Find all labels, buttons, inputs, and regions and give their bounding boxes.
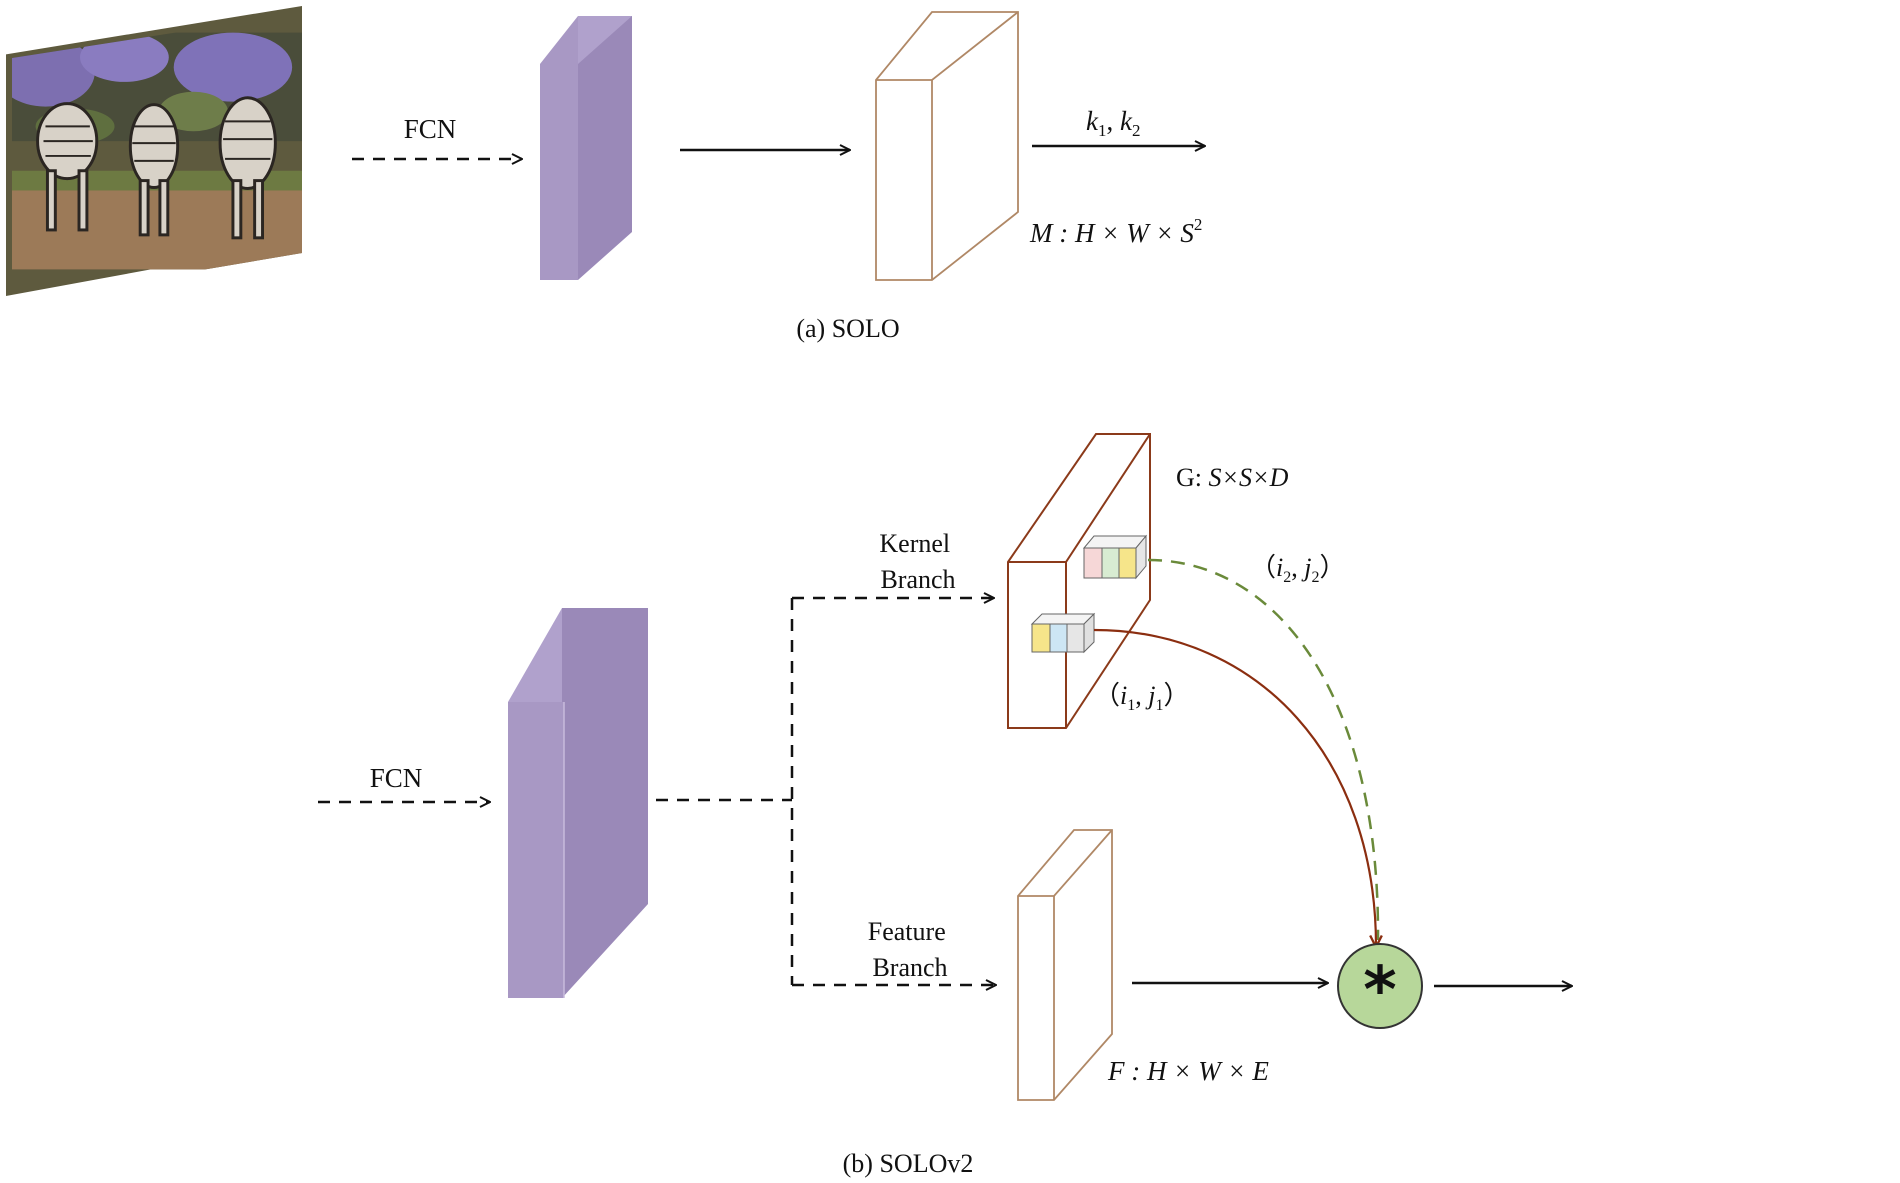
index-label-i1-j1: （i1, j1） — [1094, 681, 1190, 714]
feature-branch-label: Feature Branch — [868, 917, 952, 982]
feature-tensor-f — [1017, 829, 1113, 1101]
solo-k-label: k1, k2 — [1086, 106, 1140, 140]
solov2-caption: (b) SOLOv2 — [843, 1149, 974, 1178]
kernel-cube-i2-j2 — [1082, 534, 1148, 580]
index-label-i2-j2: （i2, j2） — [1250, 553, 1346, 586]
solov2-feature-block — [508, 608, 648, 998]
f-shape-label: F : H × W × E — [1107, 1056, 1269, 1086]
solo-fcn-label: FCN — [404, 114, 457, 144]
kernel-path-i1-j1 — [1093, 628, 1376, 946]
solov2-output-image — [1596, 881, 1898, 1123]
solo-input-image — [6, 6, 302, 296]
asterisk-icon: * — [1363, 954, 1396, 1028]
solo-feature-block — [540, 16, 632, 280]
solo-mask-block — [875, 11, 1019, 281]
kernel-branch-label: Kernel Branch — [879, 529, 956, 594]
solov2-panel: FCN Kernel Branch Feature Branch — [6, 433, 1898, 1178]
solov2-fcn-label: FCN — [370, 763, 423, 793]
kernel-tensor-g — [1007, 433, 1151, 729]
solo-output-image — [1258, 35, 1564, 281]
solo-panel: FCN k1, k2 M : H × W × S2 — [6, 6, 1564, 343]
kernel-cube-i1-j1 — [1030, 612, 1096, 654]
dynamic-conv-node: * — [1337, 943, 1423, 1029]
solo-caption: (a) SOLO — [796, 314, 899, 343]
g-shape-label: G: S×S×D — [1176, 463, 1289, 492]
solov2-input-image — [6, 683, 302, 925]
solov2-branch-connectors — [656, 598, 996, 985]
solo-mask-shape-label: M : H × W × S2 — [1029, 215, 1202, 248]
kernel-path-i2-j2 — [1147, 558, 1380, 941]
